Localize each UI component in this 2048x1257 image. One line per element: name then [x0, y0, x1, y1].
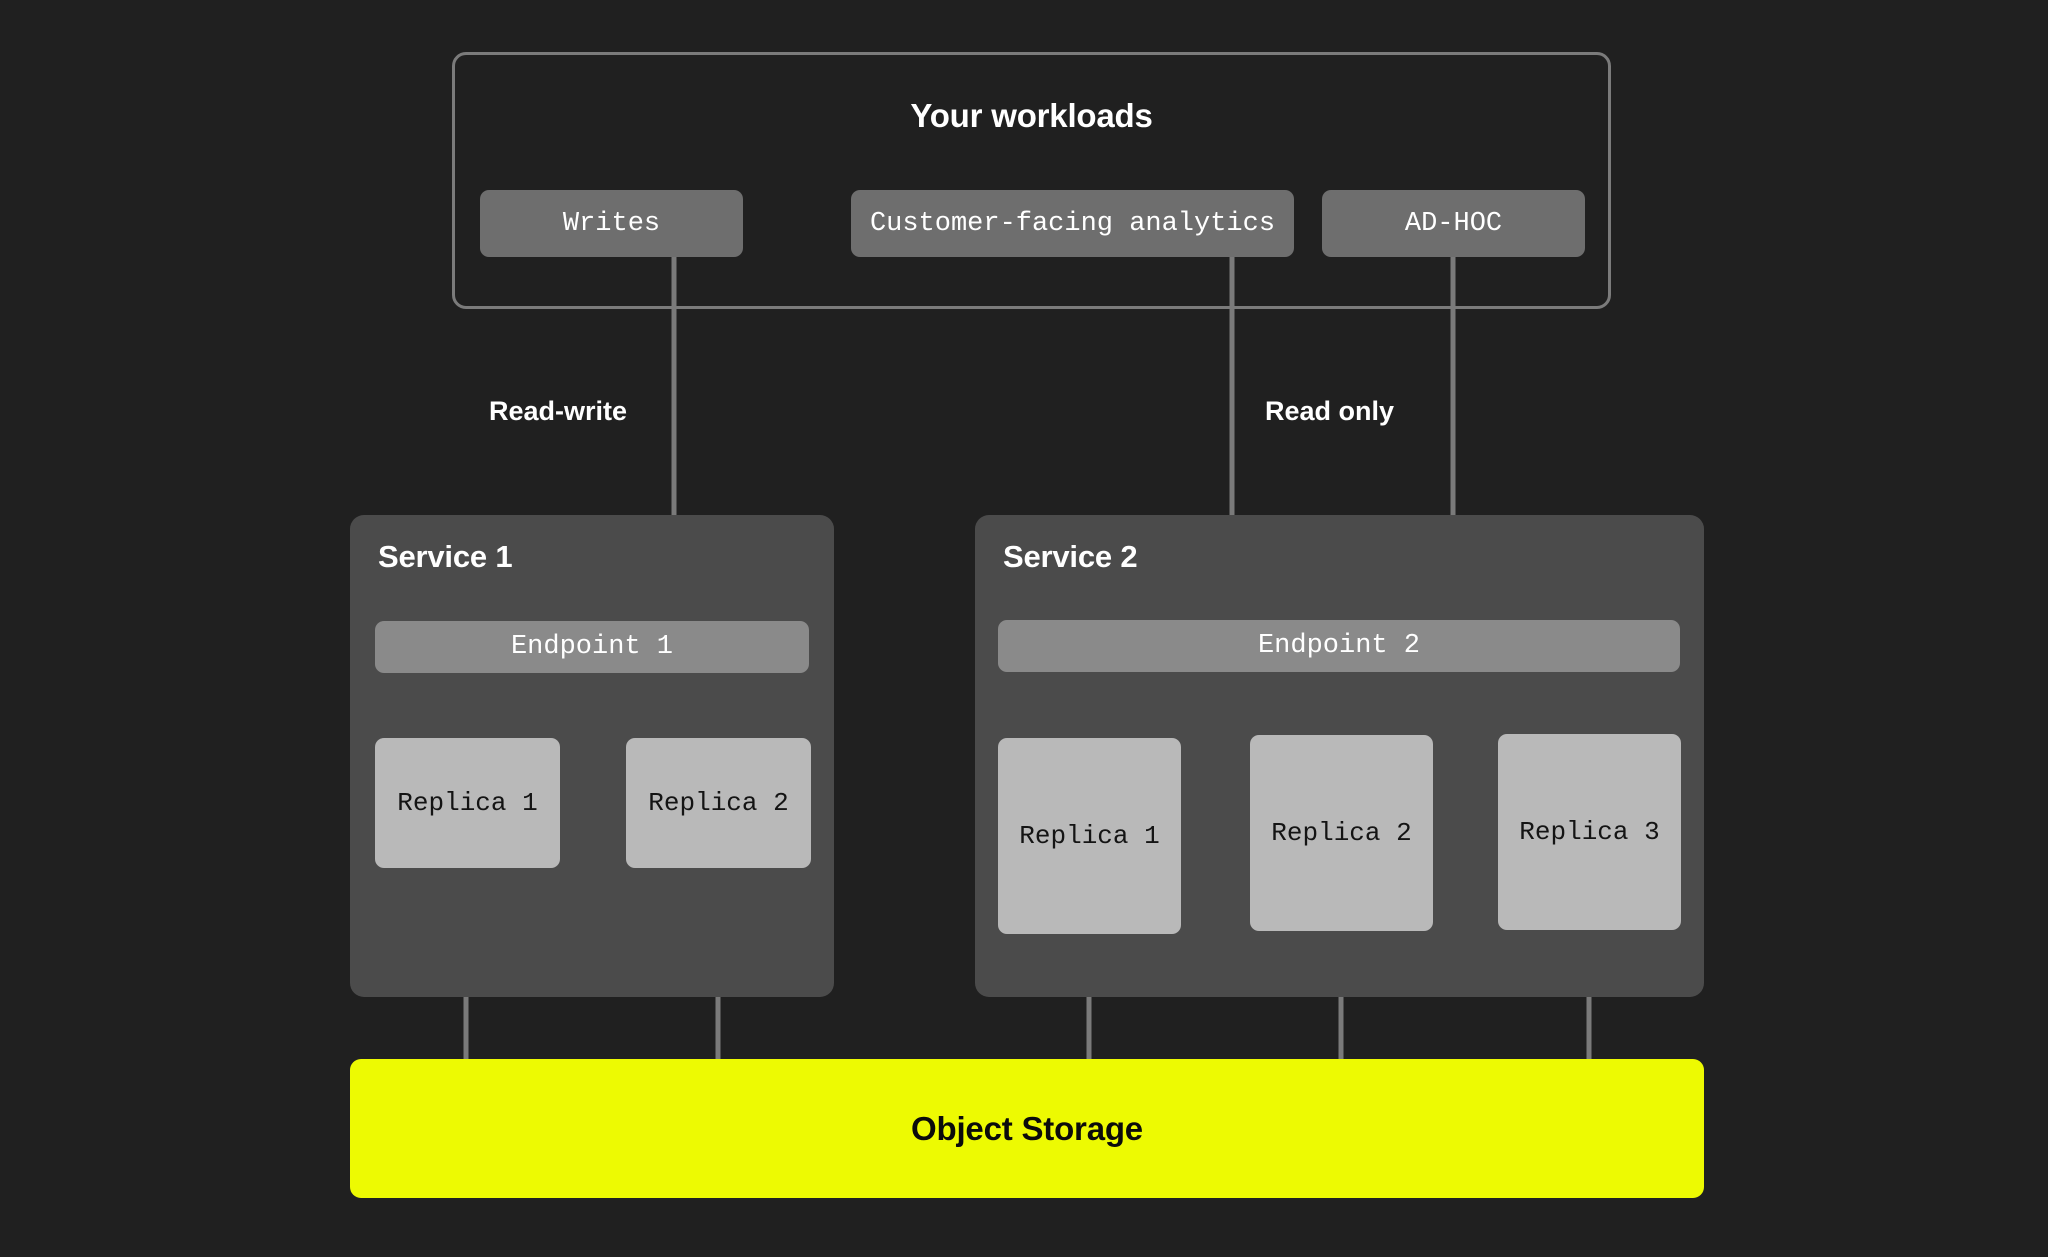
workloads-title: Your workloads: [910, 97, 1153, 134]
workload-chip-writes-label: Writes: [562, 208, 661, 239]
workloads-panel: Your workloads: [452, 52, 1611, 309]
workload-chip-analytics-label: Customer-facing analytics: [869, 208, 1276, 239]
endpoint-2-label: Endpoint 2: [1257, 631, 1421, 661]
service-2-replica-2[interactable]: Replica 2: [1250, 735, 1433, 931]
workload-chip-adhoc[interactable]: AD-HOC: [1322, 190, 1585, 257]
service-1-title: Service 1: [378, 539, 513, 574]
workload-chip-adhoc-label: AD-HOC: [1404, 208, 1503, 239]
flow-label-read-only: Read only: [1265, 396, 1395, 426]
flow-label-read-write: Read-write: [489, 396, 628, 426]
workload-chip-analytics[interactable]: Customer-facing analytics: [851, 190, 1294, 257]
workload-chip-writes[interactable]: Writes: [480, 190, 743, 257]
endpoint-2[interactable]: Endpoint 2: [998, 620, 1680, 672]
service-2-replica-3[interactable]: Replica 3: [1498, 734, 1681, 930]
service-1-replica-2[interactable]: Replica 2: [626, 738, 811, 868]
service-2-replica-2-label: Replica 2: [1271, 818, 1412, 848]
object-storage-bar[interactable]: Object Storage: [350, 1059, 1704, 1198]
service-2-title: Service 2: [1003, 539, 1138, 574]
service-1-replica-1[interactable]: Replica 1: [375, 738, 560, 868]
service-1-replica-2-label: Replica 2: [648, 788, 789, 818]
object-storage-label: Object Storage: [911, 1109, 1143, 1147]
service-1-replica-1-label: Replica 1: [397, 788, 538, 818]
endpoint-1[interactable]: Endpoint 1: [375, 621, 809, 673]
service-2-replica-3-label: Replica 3: [1519, 817, 1660, 847]
service-2-replica-1[interactable]: Replica 1: [998, 738, 1181, 934]
endpoint-1-label: Endpoint 1: [510, 632, 674, 662]
service-2-replica-1-label: Replica 1: [1019, 821, 1160, 851]
